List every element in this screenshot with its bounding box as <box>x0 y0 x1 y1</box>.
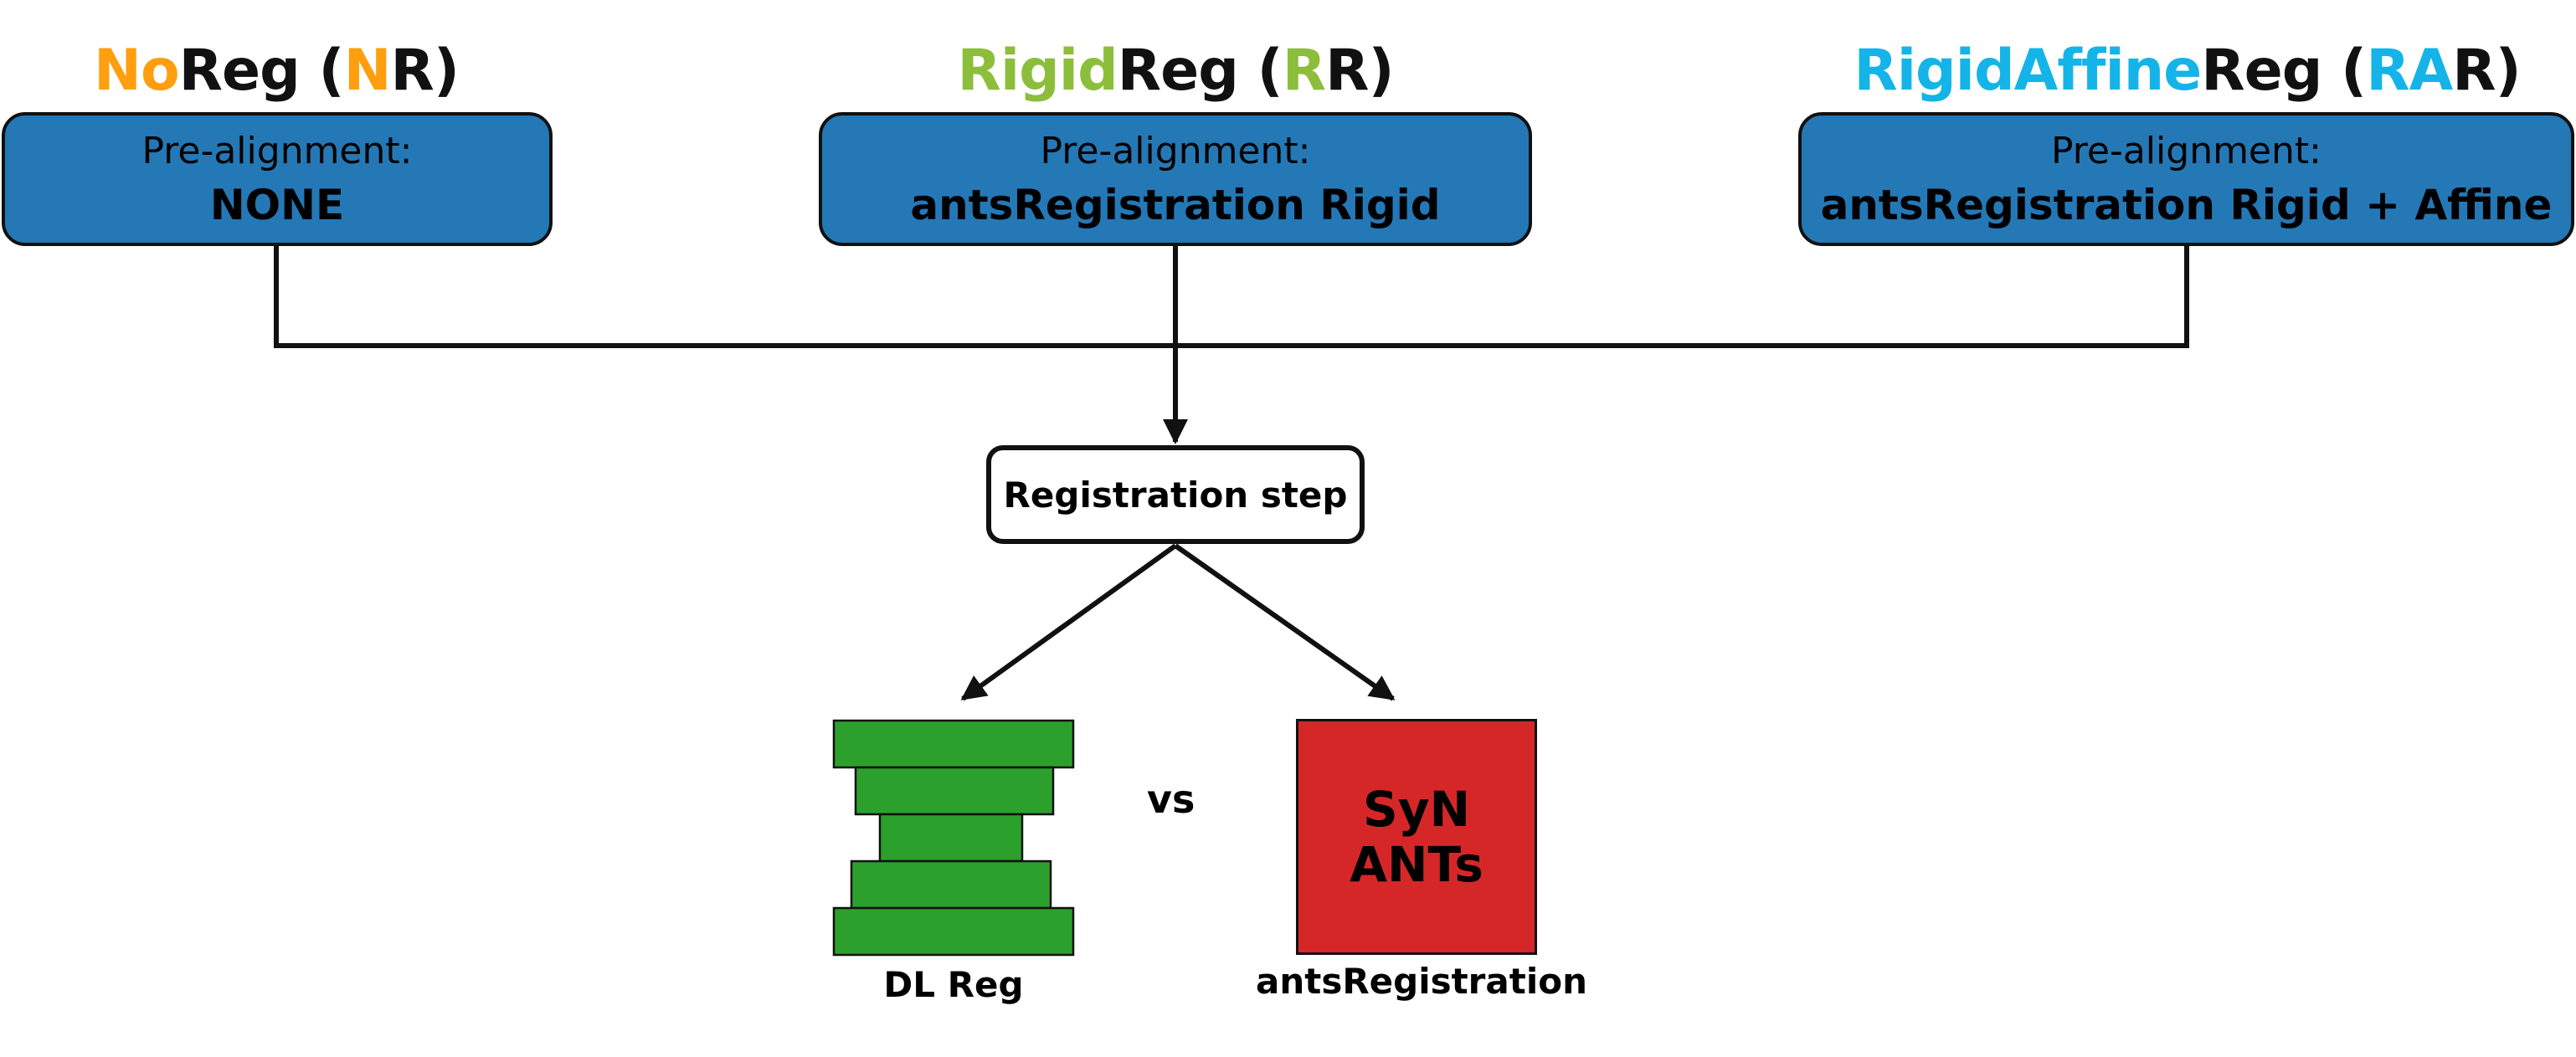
prealignment-box-noreg: Pre-alignment: NONE <box>2 112 553 246</box>
syn-label: SyN <box>1362 781 1471 838</box>
dl-layer-1 <box>832 719 1075 769</box>
syn-ants-box: SyN ANTs <box>1296 719 1537 955</box>
title-rigidreg: RigidReg (RR) <box>819 25 1532 117</box>
title-part: R) <box>2452 38 2521 104</box>
dl-network-icon <box>832 719 1075 957</box>
title-part: Reg ( <box>2201 38 2367 104</box>
dl-reg-caption: DL Reg <box>883 964 1024 1005</box>
registration-step-box: Registration step <box>986 445 1365 544</box>
dl-layer-5 <box>832 906 1075 957</box>
title-noreg: NoReg (NR) <box>0 25 553 117</box>
prealignment-label: Pre-alignment: <box>141 130 413 172</box>
title-part: R) <box>390 38 460 104</box>
arrow-to-dl-reg <box>960 543 1177 701</box>
ants-label: ANTs <box>1350 836 1483 893</box>
title-part: N <box>343 38 392 104</box>
prealignment-box-rigidreg: Pre-alignment: antsRegistration Rigid <box>819 112 1532 246</box>
vs-label: vs <box>1147 777 1195 822</box>
prealignment-value: antsRegistration Rigid + Affine <box>1820 181 2553 229</box>
dl-layer-2 <box>854 766 1055 816</box>
prealignment-value: NONE <box>209 181 345 229</box>
title-part: No <box>94 38 180 104</box>
antsregistration-caption: antsRegistration <box>1256 961 1587 1002</box>
title-part: RigidAffine <box>1854 38 2202 104</box>
merge-connector <box>274 246 2189 348</box>
title-part: R) <box>1325 38 1394 104</box>
arrow-to-ants <box>1174 543 1396 701</box>
title-part: Rigid <box>957 38 1118 104</box>
title-part: RA <box>2366 38 2453 104</box>
title-rigidaffinereg: RigidAffineReg (RAR) <box>1798 25 2576 117</box>
title-part: Reg ( <box>178 38 345 104</box>
title-part: R <box>1282 38 1326 104</box>
dl-layer-3 <box>878 813 1024 863</box>
prealignment-label: Pre-alignment: <box>1040 130 1311 172</box>
dl-layer-4 <box>850 859 1052 910</box>
prealignment-box-rigidaffinereg: Pre-alignment: antsRegistration Rigid + … <box>1798 112 2574 246</box>
title-part: Reg ( <box>1117 38 1283 104</box>
prealignment-value: antsRegistration Rigid <box>910 181 1441 229</box>
prealignment-label: Pre-alignment: <box>2051 130 2321 172</box>
